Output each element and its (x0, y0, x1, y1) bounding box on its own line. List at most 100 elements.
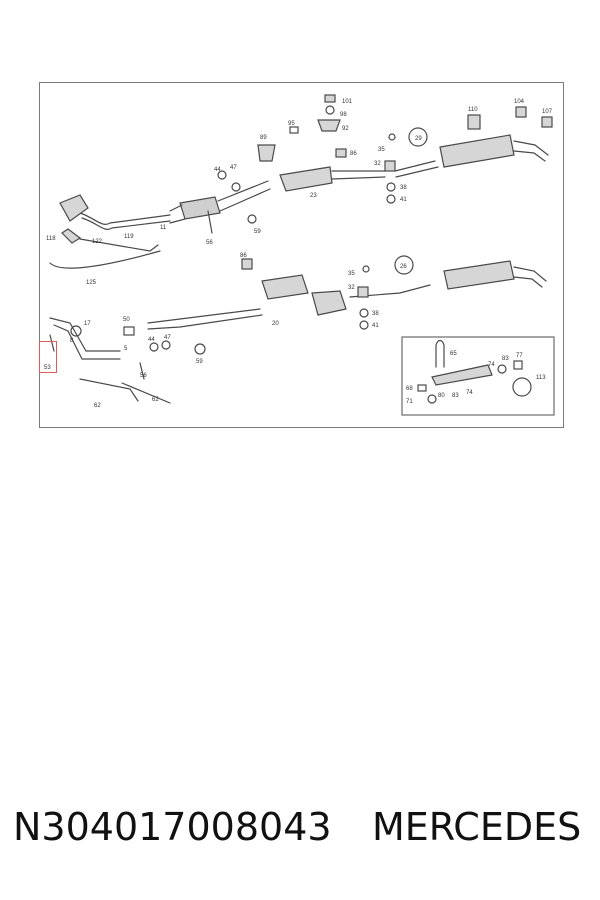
front-pipe-upper-inner (81, 217, 171, 230)
callout-77: 77 (516, 353, 523, 359)
washer-44-lower (149, 342, 159, 352)
callout-17: 17 (84, 321, 91, 327)
upper-exhaust-assembly (59, 134, 549, 230)
callout-labels: 101 98 92 95 89 110 104 107 86 35 29 32 … (46, 99, 553, 409)
callout-104: 104 (514, 99, 525, 105)
part-number: N304017008043 (13, 805, 332, 849)
wire-125 (49, 250, 161, 269)
callout-86-upper: 86 (350, 151, 357, 157)
clamp-50 (123, 326, 135, 336)
callout-119: 119 (124, 234, 134, 240)
callout-26: 26 (400, 264, 407, 270)
gasket-47-upper (231, 182, 241, 192)
hanger-86-lower (241, 258, 253, 270)
callout-74-lower: 74 (466, 390, 473, 396)
bolt-35-lower (362, 265, 370, 273)
callout-35-lower: 35 (348, 271, 355, 277)
callout-47-upper: 47 (230, 165, 237, 171)
callout-110: 110 (468, 107, 478, 113)
mount-104 (515, 106, 527, 118)
callout-ring-29 (408, 127, 428, 147)
callout-98: 98 (340, 112, 347, 118)
callout-83-upper: 83 (502, 356, 509, 362)
exhaust-diagram-canvas: 101 98 92 95 89 110 104 107 86 35 29 32 … (46, 94, 555, 416)
callout-5: 5 (124, 346, 128, 352)
inset-bracket (431, 364, 493, 386)
nut-59-upper (247, 214, 257, 224)
callout-8: 8 (70, 338, 74, 344)
highlighted-part-label: 53 (44, 365, 51, 371)
callout-11: 11 (160, 225, 167, 231)
upper-hardware (207, 94, 553, 234)
tail-pipe-lower (513, 266, 547, 288)
rear-muffler-lower (443, 260, 515, 290)
callout-92: 92 (342, 126, 349, 132)
front-pipe-upper (79, 212, 171, 225)
callout-29: 29 (415, 136, 422, 142)
bolt-56-lower (139, 362, 145, 380)
callout-86-lower: 86 (240, 253, 247, 259)
mount-101 (324, 94, 336, 103)
callout-41-upper: 41 (400, 197, 407, 203)
clamp-95 (289, 126, 299, 134)
callout-68: 68 (406, 386, 413, 392)
bolt-80 (417, 384, 427, 392)
bracket-62 (79, 378, 171, 404)
callout-62-left: 62 (94, 403, 101, 409)
rear-muffler-upper (439, 134, 515, 168)
callout-47-lower: 47 (164, 335, 171, 341)
washer-41-lower (359, 320, 369, 330)
callout-20: 20 (272, 321, 279, 327)
callout-32-lower: 32 (348, 285, 355, 291)
tool-113 (512, 377, 532, 397)
callout-65: 65 (450, 351, 457, 357)
callout-95: 95 (288, 121, 295, 127)
callout-122: 122 (92, 239, 103, 245)
washer-41-upper (386, 194, 396, 204)
callout-107: 107 (542, 109, 553, 115)
highlighted-part-marker: 53 (39, 341, 57, 373)
sensor-118 (61, 228, 82, 244)
callout-44-lower: 44 (148, 337, 155, 343)
washer-83-inset (497, 364, 507, 374)
mid-pipe-upper (217, 180, 271, 212)
tail-pipe-upper (513, 140, 549, 162)
nut-71 (427, 394, 437, 404)
callout-32-upper: 32 (374, 161, 381, 167)
stud-53 (49, 334, 55, 352)
callout-56-upper: 56 (206, 240, 213, 246)
gasket-17 (70, 325, 82, 337)
mount-110 (467, 114, 481, 130)
inset-detail-box (401, 336, 555, 416)
clamp-32-upper (384, 160, 396, 172)
lower-exhaust-assembly (49, 255, 547, 360)
callout-89: 89 (260, 135, 267, 141)
sensor-assembly (49, 228, 161, 269)
washer-44-upper (217, 170, 227, 180)
mount-107 (541, 116, 553, 128)
callout-74-upper: 74 (488, 362, 495, 368)
inset-frame (401, 336, 555, 416)
callout-118: 118 (46, 236, 56, 242)
nut-38-lower (359, 308, 369, 318)
callout-125: 125 (86, 280, 97, 286)
callout-71: 71 (406, 399, 413, 405)
exhaust-parts-diagram: 101 98 92 95 89 110 104 107 86 35 29 32 … (39, 82, 564, 428)
nut-98 (325, 105, 335, 115)
center-muffler-upper (279, 166, 333, 192)
callout-62-right: 62 (152, 397, 159, 403)
hanger-89 (257, 144, 276, 162)
callout-101: 101 (342, 99, 353, 105)
bolt-35-upper (388, 133, 396, 141)
bracket-92 (317, 119, 341, 132)
u-bolt-65 (435, 339, 445, 368)
callout-59-upper: 59 (254, 229, 261, 235)
catalytic-converter (179, 196, 221, 220)
callout-50: 50 (123, 317, 130, 323)
callout-ring-26 (394, 255, 414, 275)
mid-pipe-lower-a (147, 308, 261, 324)
callout-44-upper: 44 (214, 167, 221, 173)
clamp-32-lower (357, 286, 369, 298)
callout-23: 23 (310, 193, 317, 199)
product-footer: N304017008043 MERCEDES (0, 805, 600, 865)
